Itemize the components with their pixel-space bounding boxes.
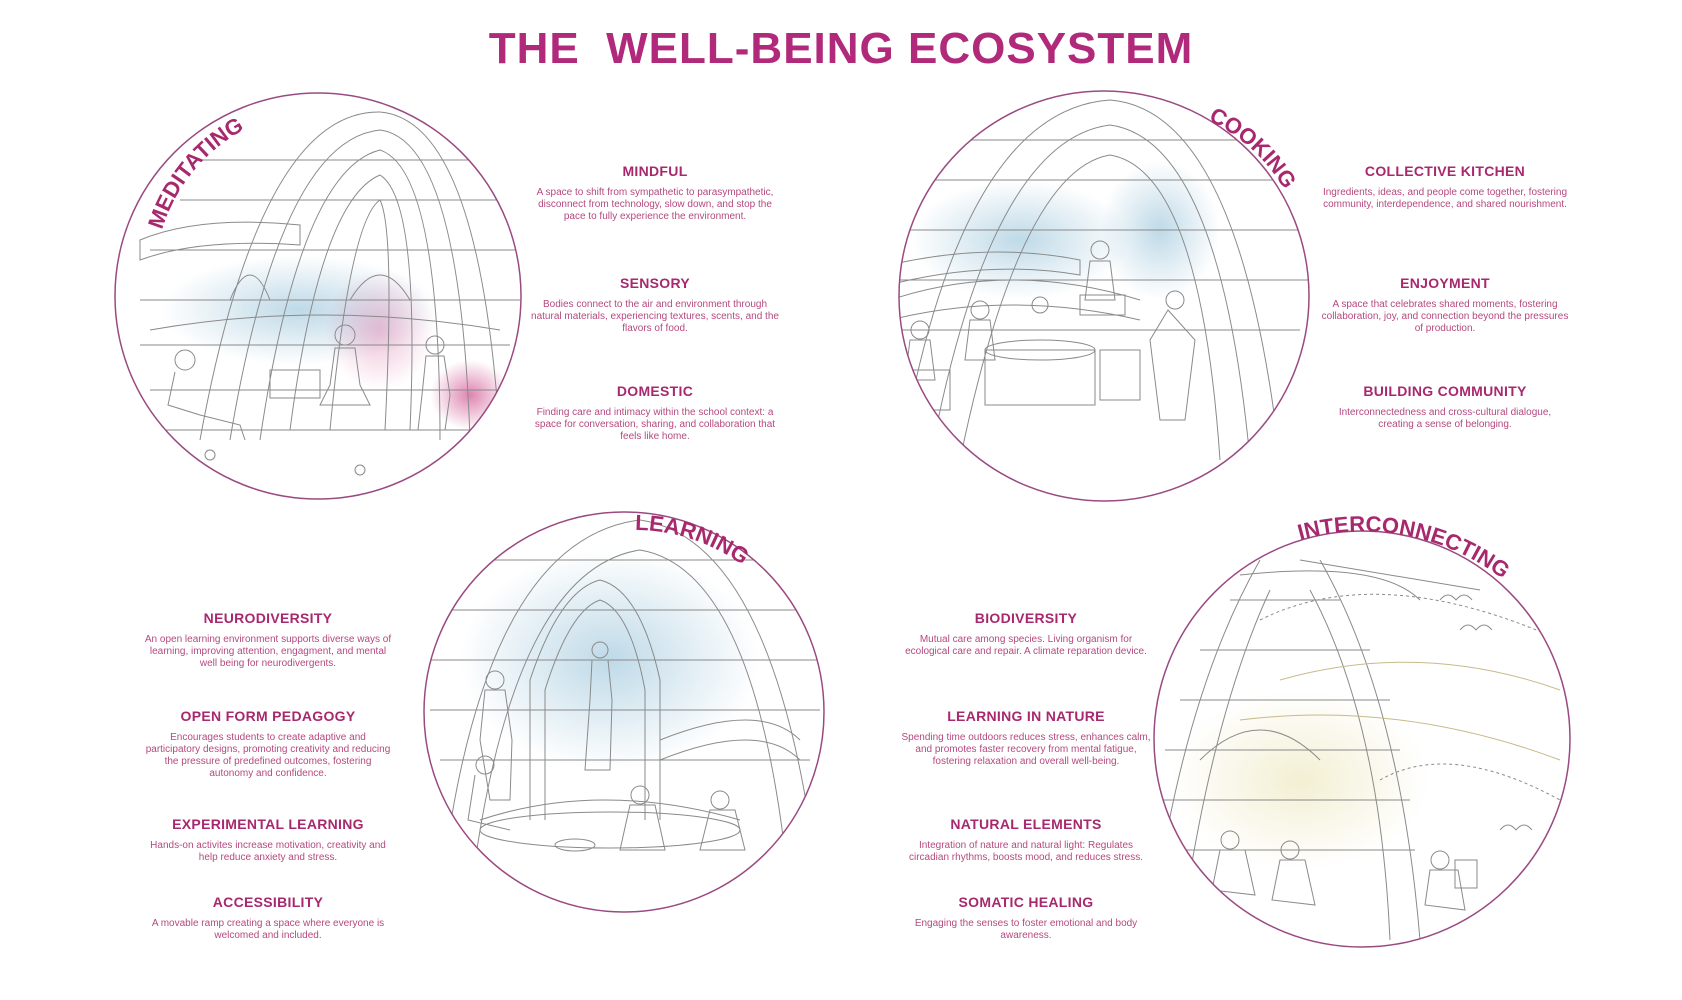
heading-building-community: BUILDING COMMUNITY [1363, 383, 1527, 399]
text-sensory: Bodies connect to the air and environmen… [531, 299, 779, 334]
cooking-illustration: COOKING [898, 90, 1310, 502]
text-neurodiversity: An open learning environment supports di… [144, 634, 392, 669]
circle-label-meditating: MEDITATING [143, 112, 247, 232]
learning-illustration: LEARNING [423, 510, 825, 913]
heading-experimental-learning: EXPERIMENTAL LEARNING [172, 816, 364, 832]
circle-label-interconnecting: INTERCONNECTING [1295, 511, 1515, 583]
page-title: THE WELL-BEING ECOSYSTEM [488, 24, 1194, 73]
heading-natural-elements: NATURAL ELEMENTS [950, 816, 1102, 832]
heading-sensory: SENSORY [619, 275, 691, 291]
heading-open-form-pedagogy: OPEN FORM PEDAGOGY [180, 708, 356, 724]
heading-biodiversity: BIODIVERSITY [974, 610, 1078, 626]
heading-mindful: MINDFUL [622, 163, 688, 179]
text-domestic: Finding care and intimacy within the sch… [534, 407, 776, 442]
block-experimental-learning: EXPERIMENTAL LEARNING Hands-on activites… [143, 816, 393, 864]
text-mindful: A space to shift from sympathetic to par… [536, 187, 774, 222]
svg-text:MEDITATING: MEDITATING [143, 112, 247, 232]
circle-label-cooking: COOKING [1206, 102, 1302, 192]
block-mindful: MINDFUL A space to shift from sympatheti… [530, 163, 780, 223]
heading-accessibility: ACCESSIBILITY [212, 894, 324, 910]
block-enjoyment: ENJOYMENT A space that celebrates shared… [1320, 275, 1570, 335]
block-open-form-pedagogy: OPEN FORM PEDAGOGY Encourages students t… [143, 708, 393, 780]
block-building-community: BUILDING COMMUNITY Interconnectedness an… [1320, 383, 1570, 431]
text-open-form-pedagogy: Encourages students to create adaptive a… [145, 732, 391, 779]
text-collective-kitchen: Ingredients, ideas, and people come toge… [1322, 187, 1568, 210]
meditating-illustration: MEDITATING [114, 92, 522, 500]
interconnecting-illustration: INTERCONNECTING [1153, 511, 1571, 948]
text-building-community: Interconnectedness and cross-cultural di… [1338, 407, 1552, 430]
block-natural-elements: NATURAL ELEMENTS Integration of nature a… [901, 816, 1151, 864]
block-learning-in-nature: LEARNING IN NATURE Spending time outdoor… [901, 708, 1151, 768]
text-enjoyment: A space that celebrates shared moments, … [1321, 299, 1569, 334]
svg-text:COOKING: COOKING [1206, 102, 1302, 192]
heading-domestic: DOMESTIC [616, 383, 694, 399]
heading-collective-kitchen: COLLECTIVE KITCHEN [1364, 163, 1526, 179]
block-domestic: DOMESTIC Finding care and intimacy withi… [530, 383, 780, 443]
heading-somatic-healing: SOMATIC HEALING [958, 894, 1094, 910]
heading-neurodiversity: NEURODIVERSITY [203, 610, 333, 626]
block-collective-kitchen: COLLECTIVE KITCHEN Ingredients, ideas, a… [1320, 163, 1570, 211]
block-somatic-healing: SOMATIC HEALING Engaging the senses to f… [901, 894, 1151, 942]
block-biodiversity: BIODIVERSITY Mutual care among species. … [901, 610, 1151, 658]
block-sensory: SENSORY Bodies connect to the air and en… [530, 275, 780, 335]
svg-text:INTERCONNECTING: INTERCONNECTING [1295, 511, 1515, 583]
heading-enjoyment: ENJOYMENT [1400, 275, 1490, 291]
text-accessibility: A movable ramp creating a space where ev… [151, 918, 385, 941]
text-biodiversity: Mutual care among species. Living organi… [905, 634, 1147, 657]
text-learning-in-nature: Spending time outdoors reduces stress, e… [901, 732, 1151, 767]
heading-learning-in-nature: LEARNING IN NATURE [947, 708, 1105, 724]
block-accessibility: ACCESSIBILITY A movable ramp creating a … [143, 894, 393, 942]
text-somatic-healing: Engaging the senses to foster emotional … [914, 918, 1138, 941]
text-experimental-learning: Hands-on activites increase motivation, … [150, 840, 386, 863]
text-natural-elements: Integration of nature and natural light:… [909, 840, 1143, 863]
block-neurodiversity: NEURODIVERSITY An open learning environm… [143, 610, 393, 670]
